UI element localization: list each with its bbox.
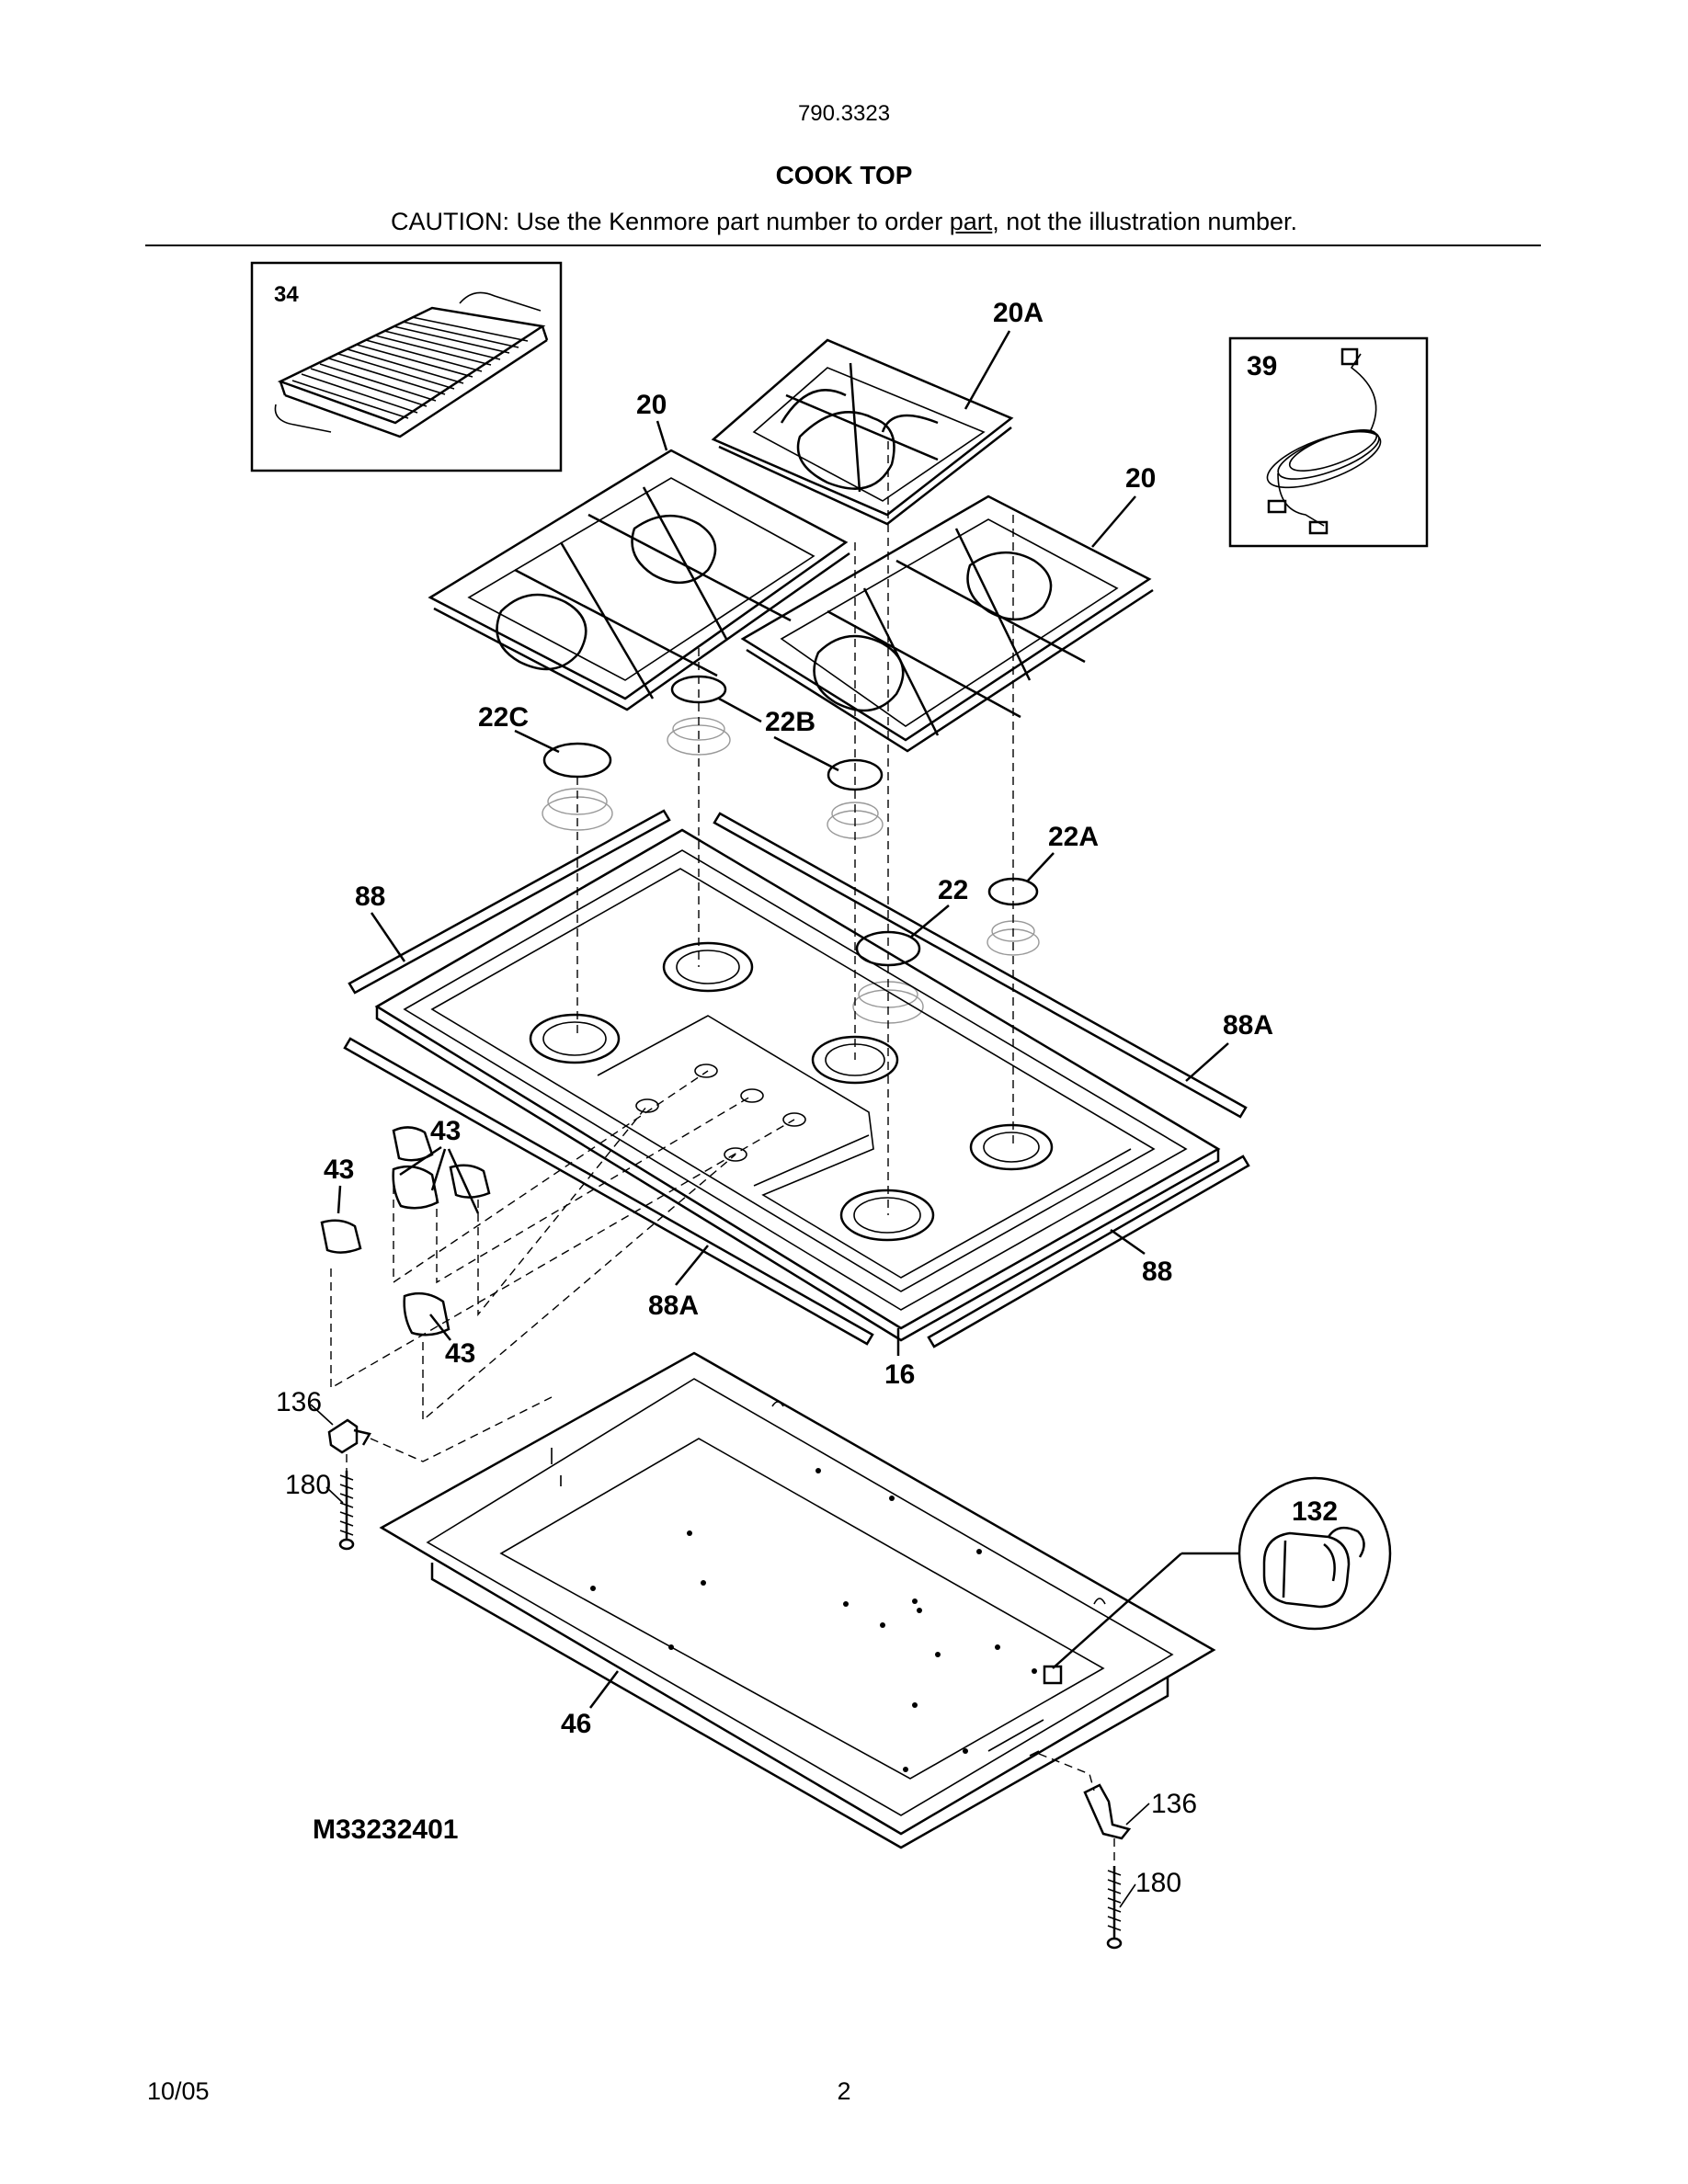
callout-43-top: 43 bbox=[430, 1116, 461, 1146]
callout-88a-left-bottom: 88A bbox=[648, 1291, 699, 1321]
screw-right bbox=[1106, 1866, 1123, 1950]
burner-box bbox=[379, 1351, 1216, 1849]
drawing-code: M33232401 bbox=[313, 1814, 458, 1845]
cooktop-surface bbox=[374, 828, 1221, 1342]
burner-cap-22a-left bbox=[827, 758, 884, 791]
footer-page-number: 2 bbox=[837, 2077, 851, 2105]
callout-43-left: 43 bbox=[324, 1155, 354, 1185]
connector-label: 132 bbox=[1292, 1496, 1338, 1527]
callout-88a-right-top: 88A bbox=[1223, 1010, 1273, 1041]
callout-22a: 22A bbox=[1048, 822, 1099, 852]
callout-20-right: 20 bbox=[1125, 463, 1156, 494]
trim-strip-left-top bbox=[348, 809, 671, 995]
callout-136-left: 136 bbox=[276, 1387, 322, 1417]
caution-note: CAUTION: Use the Kenmore part number to … bbox=[0, 208, 1688, 236]
section-title: COOK TOP bbox=[775, 161, 913, 189]
grate-center bbox=[711, 338, 1014, 526]
callout-22b: 22B bbox=[765, 707, 815, 737]
callout-46: 46 bbox=[561, 1709, 591, 1739]
power-cord-icon bbox=[1266, 347, 1382, 535]
screw-left bbox=[338, 1471, 355, 1551]
griddle-label: 34 bbox=[274, 282, 299, 307]
burner-bases bbox=[529, 941, 1054, 1242]
callouts: 20A 20 20 22C 22B 22A 22 88 88A 88A 88 1… bbox=[276, 298, 1273, 1908]
callout-88-right-bottom: 88 bbox=[1142, 1257, 1172, 1287]
callout-88-left-top: 88 bbox=[355, 882, 385, 912]
trim-strip-right-bottom bbox=[927, 1155, 1250, 1348]
callout-180-right: 180 bbox=[1135, 1868, 1181, 1898]
trim-strip-right-top bbox=[713, 812, 1248, 1119]
header-rule bbox=[145, 245, 1541, 246]
power-cord-inset: 39 bbox=[1228, 336, 1429, 548]
callout-22c: 22C bbox=[478, 702, 529, 733]
grate-left bbox=[428, 449, 850, 711]
trim-strip-left-bottom bbox=[343, 1037, 874, 1346]
bracket-left bbox=[327, 1418, 371, 1454]
callout-20-left: 20 bbox=[636, 390, 667, 420]
connector-inset: 132 bbox=[1052, 1476, 1392, 1669]
connector-part bbox=[1043, 1665, 1063, 1685]
model-number: 790.3323 bbox=[797, 101, 891, 126]
box-holes bbox=[590, 1468, 1037, 1772]
callout-180-left: 180 bbox=[285, 1470, 331, 1500]
callout-22: 22 bbox=[938, 875, 968, 905]
valve-holes bbox=[635, 1064, 806, 1162]
caution-prefix: CAUTION: Use the Kenmore part number to … bbox=[391, 208, 950, 235]
caution-underlined-word: part bbox=[949, 208, 993, 235]
callout-16: 16 bbox=[884, 1359, 915, 1390]
caution-suffix: , not the illustration number. bbox=[992, 208, 1297, 235]
connector-icon bbox=[1262, 1526, 1365, 1609]
callout-20a: 20A bbox=[993, 298, 1044, 328]
power-cord-label: 39 bbox=[1247, 351, 1277, 381]
griddle-inset: 34 bbox=[250, 261, 563, 472]
griddle-icon bbox=[274, 291, 549, 438]
grate-right bbox=[740, 495, 1154, 753]
burner-heads bbox=[542, 717, 1040, 1024]
callout-43-bottom: 43 bbox=[445, 1338, 475, 1369]
bracket-right bbox=[1083, 1783, 1132, 1840]
footer-date: 10/05 bbox=[147, 2077, 210, 2105]
callout-136-right: 136 bbox=[1151, 1789, 1197, 1819]
alignment-lines bbox=[330, 441, 1115, 1866]
